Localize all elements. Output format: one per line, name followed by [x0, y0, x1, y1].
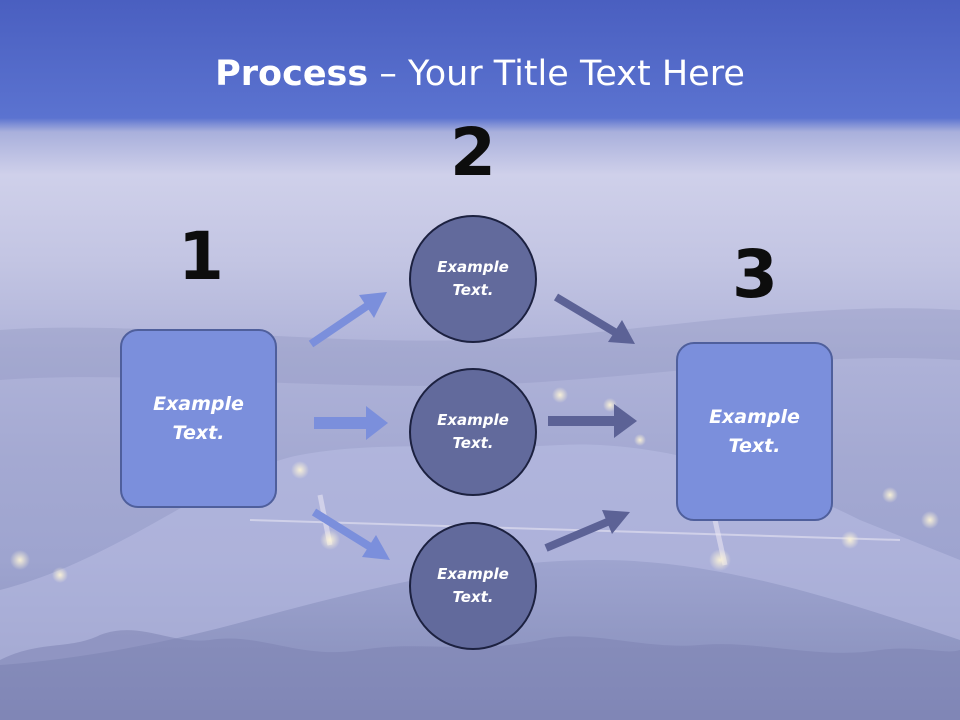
- title-rest: – Your Title Text Here: [368, 54, 745, 94]
- arrow-bottom-to-3: [544, 510, 630, 552]
- step-2-number: 2: [450, 114, 496, 191]
- step-1-text: Example Text.: [153, 392, 244, 444]
- step-2-circle-bottom[interactable]: Example Text.: [409, 522, 537, 650]
- slide-title: Process – Your Title Text Here: [0, 52, 960, 96]
- step-1-box[interactable]: Example Text.: [120, 329, 277, 508]
- step-2-circle-top[interactable]: Example Text.: [409, 215, 537, 343]
- arrow-top-to-3: [553, 293, 635, 344]
- arrow-middle-to-3: [548, 404, 637, 438]
- step-2-circle-bottom-text: Example Text.: [437, 565, 509, 606]
- step-3-text: Example Text.: [709, 405, 800, 457]
- step-2-circle-middle[interactable]: Example Text.: [409, 368, 537, 496]
- step-2-circle-middle-text: Example Text.: [437, 411, 509, 452]
- step-3-box[interactable]: Example Text.: [676, 342, 833, 521]
- arrow-1-to-top: [308, 292, 387, 348]
- step-1-number: 1: [178, 218, 224, 295]
- step-3-number: 3: [732, 236, 778, 313]
- arrow-1-to-middle: [314, 406, 388, 440]
- title-bold: Process: [215, 54, 369, 94]
- step-2-circle-top-text: Example Text.: [437, 258, 509, 299]
- arrow-1-to-bottom: [311, 508, 390, 560]
